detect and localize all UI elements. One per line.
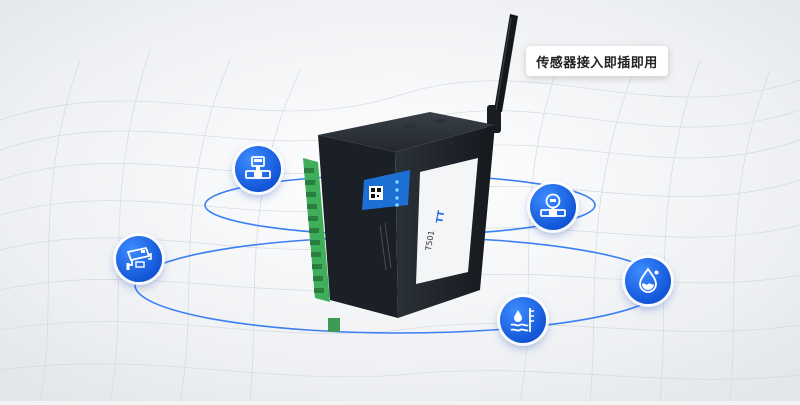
water-level-icon <box>500 297 546 343</box>
caption-pill: 传感器接入即插即用 <box>526 46 668 76</box>
device-brand-label: TT <box>435 209 448 225</box>
flow-meter-icon <box>235 146 281 192</box>
gateway-device <box>303 112 495 332</box>
water-drop-icon <box>625 258 671 304</box>
camera-icon <box>116 236 162 282</box>
pressure-transmitter-icon <box>530 184 576 230</box>
